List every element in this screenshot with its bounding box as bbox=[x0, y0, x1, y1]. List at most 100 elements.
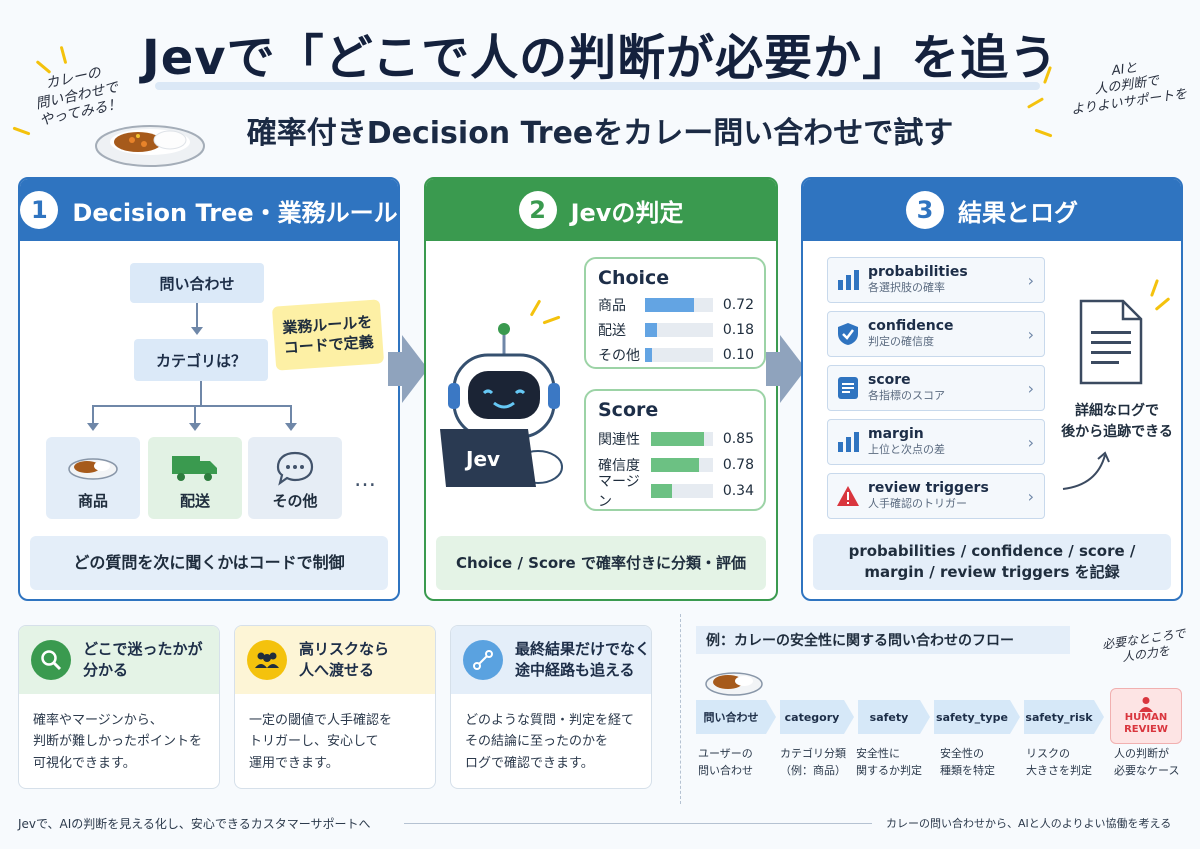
benefit-card-header: 高リスクなら人へ渡せる bbox=[235, 626, 435, 694]
flow-step-arrow bbox=[1094, 700, 1104, 734]
log-note-line: 詳細なログで bbox=[1075, 403, 1159, 419]
bar-chart-icon bbox=[838, 432, 859, 452]
score-bubble: Score 関連性 0.85 確信度 0.78 マージン 0.34 bbox=[584, 389, 766, 511]
tree-root-node: 問い合わせ bbox=[130, 263, 264, 303]
log-note: 詳細なログで 後から追跡できる bbox=[1055, 401, 1179, 443]
footer-divider bbox=[404, 823, 872, 824]
tree-category-node: カテゴリは？ bbox=[134, 339, 268, 381]
choice-label: 配送 bbox=[598, 323, 626, 339]
flow-desc-line: 種類を特定 bbox=[940, 763, 995, 777]
category-label: その他 bbox=[272, 492, 318, 510]
footer-left: Jevで、AIの判断を見える化し、安心できるカスタマーサポートへ bbox=[18, 817, 371, 831]
metric-desc: 判定の確信度 bbox=[868, 335, 934, 349]
score-label: 関連性 bbox=[598, 432, 640, 448]
panel-title: Decision Tree・業務ルール bbox=[72, 198, 398, 227]
category-label: 配送 bbox=[179, 492, 210, 510]
choice-bar bbox=[645, 348, 652, 362]
category-delivery: 配送 bbox=[148, 437, 242, 519]
tree-arrow bbox=[87, 423, 99, 431]
human-review-line: REVIEW bbox=[1124, 724, 1168, 735]
score-label: マージン bbox=[598, 474, 640, 510]
choice-bar-track bbox=[645, 323, 713, 337]
benefit-title-line: どこで迷ったかが bbox=[83, 640, 203, 658]
chevron-right-icon: › bbox=[1027, 432, 1034, 452]
metric-name: review triggers bbox=[868, 480, 989, 497]
benefit-body-line: ログで確認できます。 bbox=[465, 755, 594, 771]
benefit-body-line: どのような質問・判定を経て bbox=[465, 713, 635, 728]
footer-line: margin / review triggers を記録 bbox=[864, 563, 1120, 581]
flow-arrow-stem bbox=[766, 352, 780, 386]
score-row: マージン 0.34 bbox=[598, 474, 754, 510]
flow-desc-line: カテゴリ分類 bbox=[780, 747, 846, 760]
score-bar-track bbox=[650, 432, 713, 446]
flow-step-arrow bbox=[766, 700, 776, 734]
benefit-card-header: 最終結果だけでなく途中経路も追える bbox=[451, 626, 651, 694]
choice-row: その他 0.10 bbox=[598, 345, 754, 365]
sparkle-ray bbox=[1150, 279, 1159, 297]
footer-right: カレーの問い合わせから、AIと人のよりよい協働を考える bbox=[886, 817, 1172, 830]
choice-value: 0.10 bbox=[722, 347, 754, 363]
panel-decision-tree: 1 Decision Tree・業務ルール 問い合わせ カテゴリは？ 業務ルール… bbox=[18, 177, 400, 601]
choice-bar-track bbox=[645, 298, 713, 312]
route-icon bbox=[473, 650, 493, 670]
flow-desc-line: 安全性の bbox=[940, 747, 984, 760]
benefit-body-line: 一定の閾値で人手確認を bbox=[249, 713, 393, 728]
laptop-icon bbox=[440, 429, 536, 487]
panel-header: 2 Jevの判定 bbox=[426, 179, 776, 241]
flow-step: 問い合わせ bbox=[696, 700, 766, 734]
business-rule-note: 業務ルールをコードで定義 bbox=[271, 299, 385, 371]
flow-desc-line: 人の判断が bbox=[1114, 747, 1169, 760]
flow-step: safety_risk bbox=[1024, 700, 1094, 734]
panel-jev-judgement: 2 Jevの判定 Jev Choice 商品 0.72 配送 0.18 その他 bbox=[424, 177, 778, 601]
metric-desc: 上位と次点の差 bbox=[868, 443, 945, 457]
category-other: その他 bbox=[248, 437, 342, 519]
score-row: 確信度 0.78 bbox=[598, 455, 754, 475]
score-label: 確信度 bbox=[598, 458, 640, 474]
flow-step-desc: ユーザーの問い合わせ bbox=[698, 746, 753, 779]
tree-arrow bbox=[285, 423, 297, 431]
choice-title: Choice bbox=[598, 267, 670, 289]
score-bar-track bbox=[650, 484, 713, 498]
panel-header: 3 結果とログ bbox=[803, 179, 1181, 241]
divider bbox=[680, 614, 681, 804]
score-value: 0.34 bbox=[722, 483, 754, 499]
flow-step: safety bbox=[858, 700, 920, 734]
flow-desc-line: 安全性に bbox=[856, 747, 900, 760]
choice-row: 商品 0.72 bbox=[598, 295, 754, 315]
page-subtitle: 確率付きDecision Treeをカレー問い合わせで試す bbox=[246, 116, 954, 151]
score-bar bbox=[650, 432, 704, 446]
flow-step: safety_type bbox=[934, 700, 1010, 734]
panel-header: 1 Decision Tree・業務ルール bbox=[20, 179, 398, 241]
score-bar bbox=[650, 458, 700, 472]
chevron-right-icon: › bbox=[1027, 486, 1034, 506]
benefit-title-line: 途中経路も追える bbox=[515, 661, 635, 679]
curry-plate-icon bbox=[705, 672, 763, 696]
sparkle-ray bbox=[1154, 297, 1171, 311]
tree-connector bbox=[92, 405, 292, 407]
bar-chart-icon bbox=[838, 270, 859, 290]
tree-connector bbox=[290, 405, 292, 425]
magnifier-icon bbox=[41, 650, 62, 671]
metric-name: score bbox=[868, 372, 911, 389]
chevron-right-icon: › bbox=[1027, 324, 1034, 344]
benefit-title-line: 分かる bbox=[83, 661, 129, 679]
metric-desc: 各指標のスコア bbox=[868, 389, 945, 403]
benefit-body-line: 可視化できます。 bbox=[33, 755, 136, 771]
flow-desc-line: 関するか判定 bbox=[856, 763, 922, 777]
benefit-body-line: 確率やマージンから、 bbox=[33, 713, 163, 728]
tree-connector bbox=[200, 381, 202, 405]
score-title: Score bbox=[598, 399, 659, 421]
panel-footer: probabilities / confidence / score / mar… bbox=[813, 534, 1171, 590]
flow-arrow-stem bbox=[388, 352, 402, 386]
flow-desc-line: リスクの bbox=[1026, 747, 1070, 760]
benefit-card: 最終結果だけでなく途中経路も追える どのような質問・判定を経て その結論に至った… bbox=[450, 625, 652, 789]
benefit-body-line: トリガーし、安心して bbox=[249, 734, 379, 750]
log-note-line: 後から追跡できる bbox=[1061, 424, 1173, 440]
category-label: 商品 bbox=[77, 492, 108, 510]
